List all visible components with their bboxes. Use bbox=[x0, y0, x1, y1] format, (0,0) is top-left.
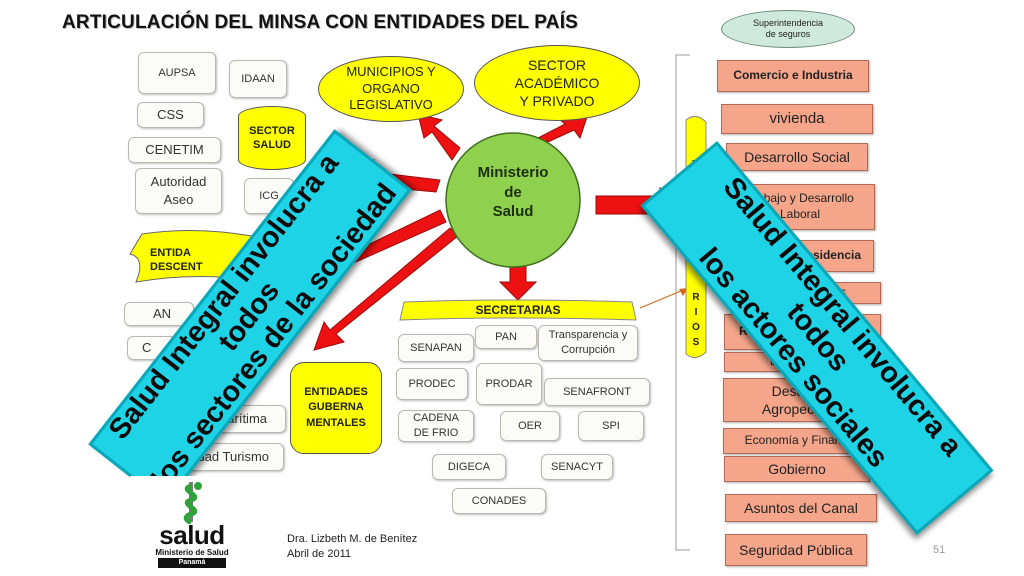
secretarias-ribbon bbox=[399, 299, 637, 321]
box-cenetim: CENETIM bbox=[128, 137, 221, 163]
box-css: CSS bbox=[137, 102, 204, 128]
descentralizadas-ribbon bbox=[129, 229, 253, 283]
arrow-gubernamentales bbox=[313, 227, 459, 351]
sec-prodar: PRODAR bbox=[476, 363, 542, 405]
academico-ellipse: SECTOR ACADÉMICO Y PRIVADO bbox=[474, 45, 640, 121]
orange-arrow bbox=[639, 287, 689, 309]
logo-word: salud bbox=[159, 520, 225, 550]
sec-pan: PAN bbox=[475, 325, 537, 349]
page-title: ARTICULACIÓN DEL MINSA CON ENTIDADES DEL… bbox=[62, 12, 579, 33]
box-autoridad-aseo: Autoridad Aseo bbox=[135, 168, 222, 214]
ministerios-letters-bottom: R I O S bbox=[692, 292, 700, 348]
logo: salud Ministerio de Salud Panamá bbox=[130, 476, 250, 572]
min-vivienda: vivienda bbox=[721, 104, 873, 134]
secretarias-header: SECRETARIAS bbox=[475, 303, 561, 317]
box-an: AN bbox=[124, 302, 194, 326]
min-desarrollo-social: Desarrollo Social bbox=[726, 143, 868, 171]
arrow-secretarias bbox=[498, 261, 538, 301]
sec-senapan: SENAPAN bbox=[398, 334, 474, 362]
arrow-municipios bbox=[417, 113, 461, 161]
sec-senacyt: SENACYT bbox=[541, 454, 613, 480]
sec-spi: SPI bbox=[578, 411, 644, 441]
ministries-bracket bbox=[675, 54, 690, 551]
footer-date: Abril de 2011 bbox=[287, 548, 352, 560]
sec-prodec: PRODEC bbox=[396, 368, 468, 400]
sector-salud-cylinder: SECTOR SALUD bbox=[238, 106, 306, 170]
sec-digeca: DIGECA bbox=[432, 454, 506, 480]
sec-oer: OER bbox=[500, 411, 560, 441]
min-gobierno: Gobierno bbox=[724, 456, 870, 482]
box-idaan: IDAAN bbox=[229, 60, 287, 98]
gubernamentales-box: ENTIDADES GUBERNA MENTALES bbox=[290, 362, 382, 454]
municipios-ellipse: MUNICIPIOS Y ORGANO LEGISLATIVO bbox=[318, 56, 464, 122]
caduceus-icon bbox=[183, 482, 202, 524]
sec-cadena-frio: CADENA DE FRIO bbox=[398, 410, 474, 442]
center-label: Ministerio de Salud bbox=[477, 164, 549, 220]
min-seguridad: Seguridad Pública bbox=[725, 534, 867, 566]
descentralizadas-label: ENTIDA DESCENT bbox=[150, 247, 203, 274]
page-number: 51 bbox=[933, 544, 946, 556]
min-asuntos-canal: Asuntos del Canal bbox=[725, 494, 877, 522]
logo-sub2: Panamá bbox=[158, 558, 226, 568]
sec-conades: CONADES bbox=[452, 488, 546, 514]
footer-author: Dra. Lizbeth M. de Benítez bbox=[287, 533, 418, 545]
superintendencia-ellipse: Superintendencia de seguros bbox=[721, 10, 855, 48]
box-aupsa: AUPSA bbox=[138, 52, 216, 94]
min-comercio: Comercio e Industria bbox=[717, 60, 869, 92]
sec-transparencia: Transparencia y Corrupción bbox=[538, 325, 638, 361]
sec-senafront: SENAFRONT bbox=[544, 378, 650, 406]
logo-sub1: Ministerio de Salud bbox=[155, 548, 229, 557]
center-circle bbox=[445, 132, 581, 268]
